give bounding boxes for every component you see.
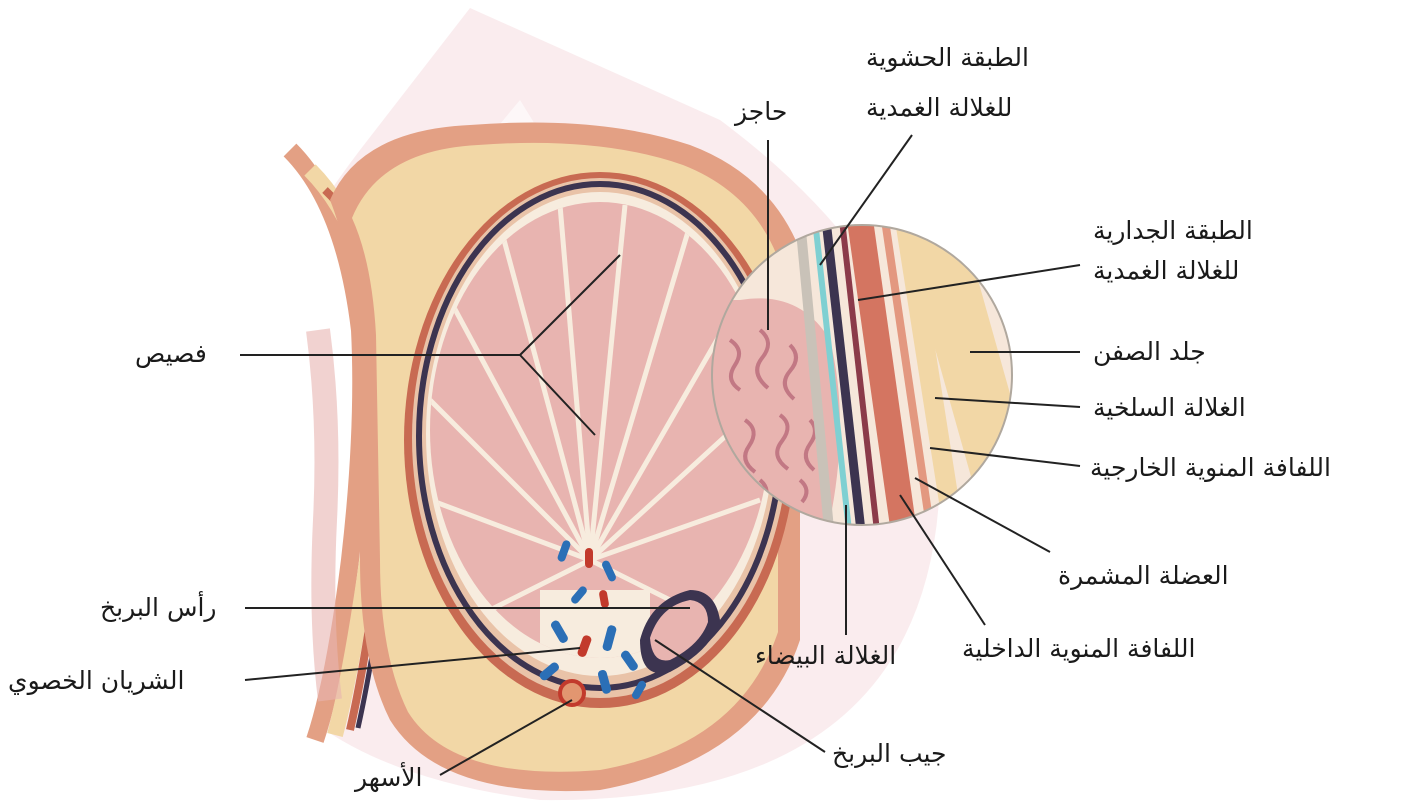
label-parietal-layer-line2: للغلالة الغمدية — [1093, 255, 1239, 286]
label-lobule: فصيص — [135, 338, 207, 369]
label-epididymis-head: رأس البربخ — [100, 592, 216, 623]
label-vas-deferens: الأسهر — [355, 762, 422, 793]
label-scrotal-skin: جلد الصفن — [1093, 336, 1206, 367]
label-visceral-layer-line2: للغلالة الغمدية — [866, 92, 1012, 123]
label-testicular-artery: الشريان الخصوي — [8, 665, 184, 696]
label-tunica-dartos: الغلالة السلخية — [1093, 392, 1246, 423]
label-tunica-albuginea: الغلالة البيضاء — [755, 640, 896, 671]
label-visceral-layer: الطبقة الحشوية — [866, 42, 1029, 73]
label-internal-spermatic-fascia: اللفافة المنوية الداخلية — [962, 633, 1196, 664]
left-scrotal-wall — [0, 150, 399, 803]
label-cremaster-muscle: العضلة المشمرة — [1058, 560, 1229, 591]
label-parietal-layer: الطبقة الجدارية — [1093, 215, 1253, 246]
label-septum: حاجز — [735, 96, 787, 127]
label-epididymal-sinus: جيب البربخ — [832, 738, 947, 769]
label-external-spermatic-fascia: اللفافة المنوية الخارجية — [1090, 452, 1331, 483]
